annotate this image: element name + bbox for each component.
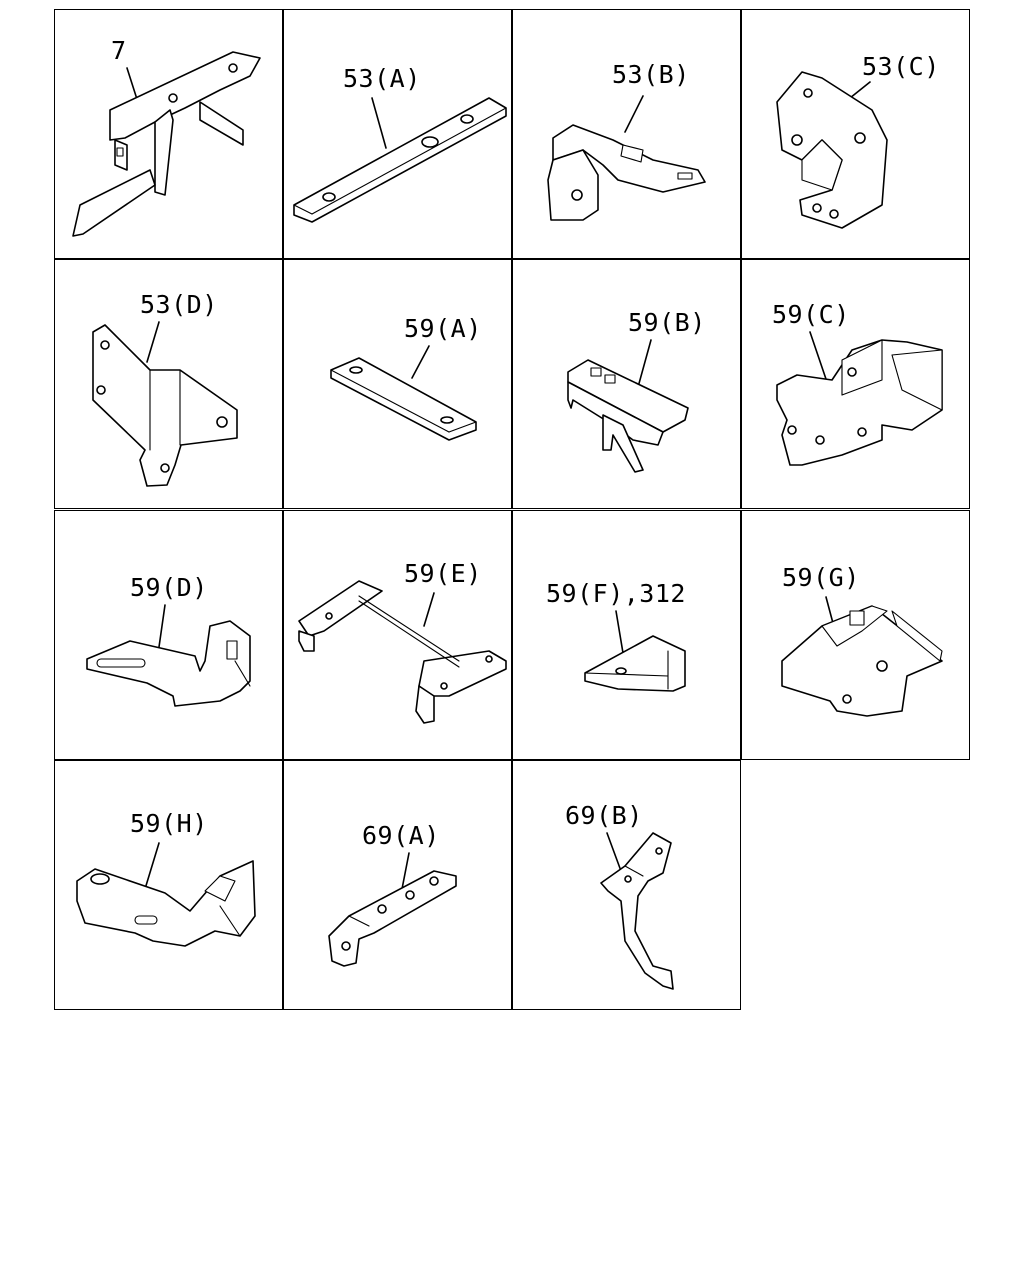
- cell-part-69a[interactable]: 69(A): [283, 760, 512, 1010]
- cell-part-59c[interactable]: 59(C): [741, 259, 970, 509]
- cell-part-53d[interactable]: 53(D): [54, 259, 283, 509]
- bracket-59d-drawing: [86, 604, 251, 707]
- part-label: 59(F),312: [546, 579, 686, 608]
- part-label: 59(A): [404, 314, 482, 343]
- bracket-59b-drawing: [567, 339, 689, 473]
- cell-part-59f-312[interactable]: 59(F),312: [512, 510, 741, 760]
- part-label: 59(B): [628, 308, 706, 337]
- cell-part-59b[interactable]: 59(B): [512, 259, 741, 509]
- cell-part-59d[interactable]: 59(D): [54, 510, 283, 760]
- part-label: 53(B): [612, 60, 690, 89]
- bracket-69b-drawing: [600, 832, 674, 990]
- part-label: 59(H): [130, 809, 208, 838]
- bracket-53a-drawing: [293, 97, 507, 223]
- cell-part-59a[interactable]: 59(A): [283, 259, 512, 509]
- part-label: 59(G): [782, 563, 860, 592]
- cell-part-59g[interactable]: 59(G): [741, 510, 970, 760]
- bracket-59g-drawing: [781, 596, 943, 717]
- part-label: 7: [111, 36, 127, 65]
- part-label: 59(C): [772, 300, 850, 329]
- cell-part-69b[interactable]: 69(B): [512, 760, 741, 1010]
- bracket-59f-drawing: [584, 610, 686, 692]
- bracket-59a-drawing: [330, 345, 477, 441]
- bracket-7-drawing: [72, 51, 261, 237]
- cell-part-53a[interactable]: 53(A): [283, 9, 512, 259]
- cell-part-53c[interactable]: 53(C): [741, 9, 970, 259]
- part-label: 53(A): [343, 64, 421, 93]
- part-label: 53(D): [140, 290, 218, 319]
- bracket-53b-drawing: [547, 95, 706, 221]
- bracket-59c-drawing: [776, 331, 943, 466]
- bracket-59h-drawing: [76, 842, 256, 947]
- cell-part-53b[interactable]: 53(B): [512, 9, 741, 259]
- cell-part-59e[interactable]: 59(E): [283, 510, 512, 760]
- part-label: 53(C): [862, 52, 940, 81]
- part-label: 69(A): [362, 821, 440, 850]
- cell-part-59h[interactable]: 59(H): [54, 760, 283, 1010]
- bracket-53d-drawing: [92, 321, 238, 487]
- bracket-59e-drawing: [298, 580, 507, 724]
- part-label: 59(E): [404, 559, 482, 588]
- bracket-69a-drawing: [328, 852, 457, 967]
- bracket-53c-drawing: [776, 71, 888, 229]
- part-label: 59(D): [130, 573, 208, 602]
- part-label: 69(B): [565, 801, 643, 830]
- cell-part-7[interactable]: 7: [54, 9, 283, 259]
